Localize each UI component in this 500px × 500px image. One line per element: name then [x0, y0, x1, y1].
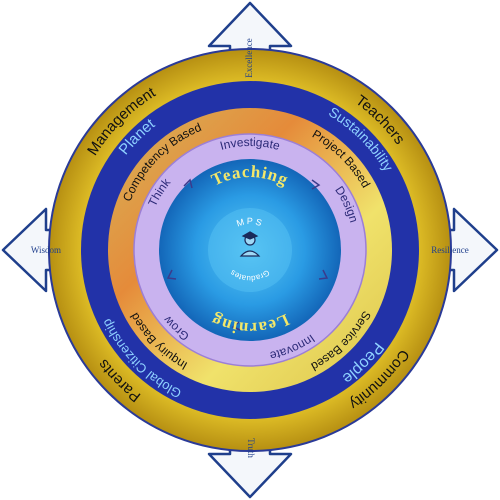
arrow-label-bottom: Truth: [246, 438, 256, 458]
arrow-label-left: Wisdom: [31, 245, 61, 255]
process-chevrons: [166, 178, 329, 331]
process-label-investigate: Investigate: [218, 135, 281, 153]
chevron-icon: [311, 179, 321, 190]
graduate-icon: [239, 231, 261, 257]
core-label-graduates: Graduates: [229, 268, 272, 283]
chevron-icon: [231, 321, 241, 331]
chevron-icon: [318, 269, 329, 280]
arrow-label-right: Resilience: [431, 245, 469, 255]
arrow-label-top: Excellence: [244, 38, 254, 77]
core-inner-glow: [208, 208, 292, 292]
chevron-icon: [166, 269, 177, 280]
chevron-icon: [183, 178, 193, 189]
